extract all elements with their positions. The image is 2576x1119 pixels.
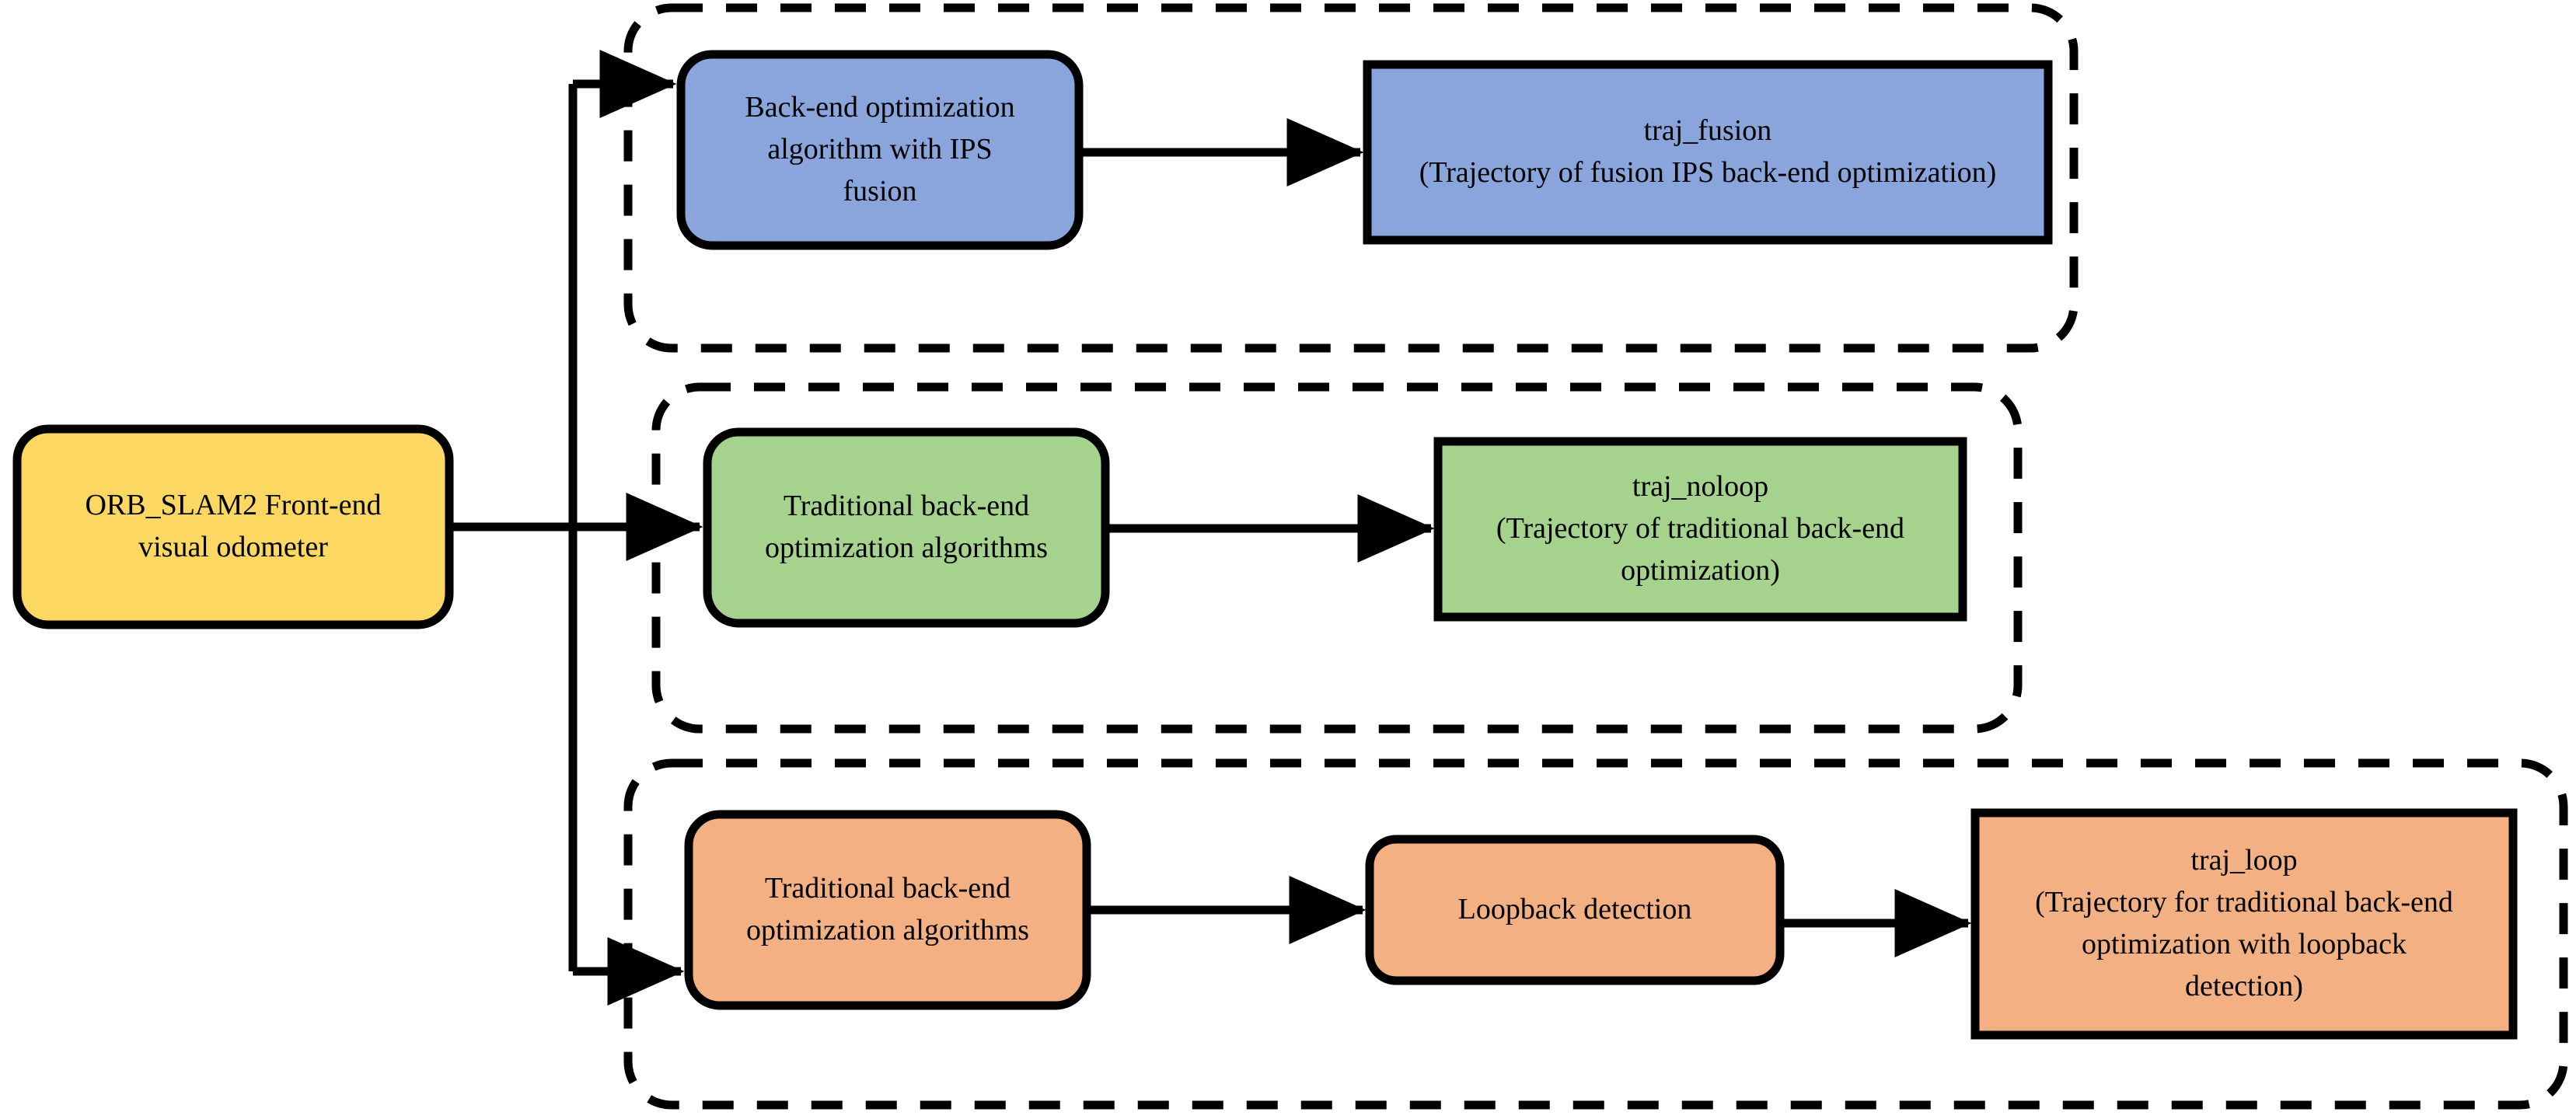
group-containers — [623, 3, 2568, 1110]
node-traditional-back-end-optimization-loop[interactable] — [684, 810, 1091, 1010]
traditional-branch-group — [651, 382, 2023, 734]
node-orb-slam2-front-end[interactable] — [12, 424, 454, 629]
node-traj-loop[interactable] — [1970, 808, 2518, 1040]
ips-fusion-branch-group — [623, 3, 2079, 353]
node-traj-noloop[interactable] — [1433, 437, 1967, 622]
node-traditional-back-end-optimization-noloop[interactable] — [703, 427, 1110, 628]
loopback-branch-group — [623, 758, 2568, 1110]
connectors — [449, 50, 1972, 1006]
node-loopback-detection[interactable] — [1365, 835, 1785, 985]
node-traj-fusion[interactable] — [1363, 60, 2053, 245]
node-back-end-optimization-ips-fusion[interactable] — [676, 50, 1084, 250]
node-shapes — [12, 50, 2518, 1040]
